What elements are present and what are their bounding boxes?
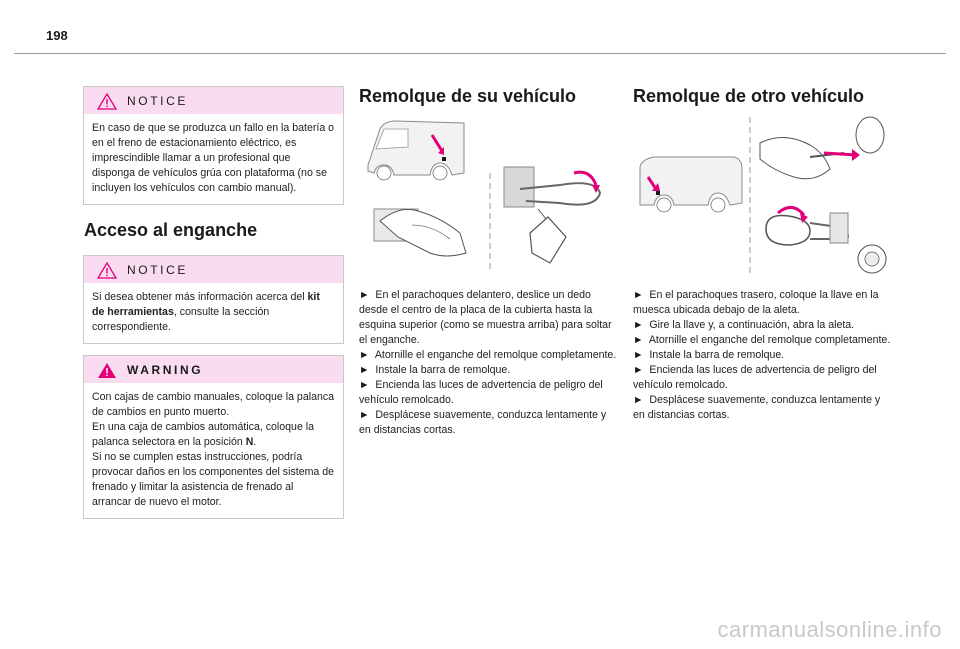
heading-acceso-enganche: Acceso al enganche: [84, 220, 258, 240]
step-item: ► Encienda las luces de advertencia de p…: [359, 379, 603, 406]
front-tow-steps: ► En el parachoques delantero, deslice u…: [359, 288, 617, 438]
warning-title: WARNING: [127, 363, 204, 377]
notice-box-battery: NOTICE En caso de que se produzca un fal…: [83, 86, 344, 205]
rear-tow-steps: ► En el parachoques trasero, coloque la …: [633, 288, 893, 423]
page-number: 198: [46, 28, 68, 43]
warning-text: Con cajas de cambio manuales, coloque la…: [92, 391, 335, 508]
notice-text: En caso de que se produzca un fallo en l…: [92, 122, 335, 194]
bullet-arrow-icon: ►: [633, 334, 644, 346]
bullet-arrow-icon: ►: [633, 289, 644, 301]
step-item: ► Instale la barra de remolque.: [633, 349, 785, 361]
step-item: ► Atornille el enganche del remolque com…: [359, 349, 617, 361]
warning-triangle-icon: [97, 262, 117, 279]
step-item: ► Gire la llave y, a continuación, abra …: [633, 319, 855, 331]
heading-remolque-otro-vehiculo: Remolque de otro vehículo: [633, 86, 865, 106]
bullet-arrow-icon: ►: [633, 394, 644, 406]
bullet-arrow-icon: ►: [359, 379, 370, 391]
warning-triangle-icon: [98, 363, 116, 378]
step-item: ► Desplácese suavemente, conduzca lentam…: [359, 409, 607, 436]
heading-remolque-su-vehiculo: Remolque de su vehículo: [359, 86, 577, 106]
step-item: ► Encienda las luces de advertencia de p…: [633, 364, 877, 391]
bullet-arrow-icon: ►: [633, 349, 644, 361]
warning-box: WARNING Con cajas de cambio manuales, co…: [83, 355, 344, 519]
bullet-arrow-icon: ►: [359, 409, 370, 421]
step-item: ► En el parachoques trasero, coloque la …: [633, 289, 879, 316]
bullet-arrow-icon: ►: [359, 289, 370, 301]
notice-header: NOTICE: [84, 87, 343, 114]
notice-title: NOTICE: [127, 94, 188, 108]
step-item: ► En el parachoques delantero, deslice u…: [359, 289, 612, 346]
bullet-arrow-icon: ►: [633, 364, 644, 376]
warning-triangle-icon: [97, 93, 117, 110]
bullet-arrow-icon: ►: [359, 364, 370, 376]
header-rule: [14, 53, 946, 54]
bullet-arrow-icon: ►: [633, 319, 644, 331]
step-item: ► Instale la barra de remolque.: [359, 364, 511, 376]
rear-tow-illustration: [639, 116, 887, 274]
notice-title: NOTICE: [127, 263, 188, 277]
bullet-arrow-icon: ►: [359, 349, 370, 361]
watermark: carmanualsonline.info: [717, 617, 942, 642]
front-tow-illustration: [367, 120, 602, 273]
warning-header: WARNING: [84, 356, 343, 383]
notice-box-kit: NOTICE Si desea obtener más información …: [83, 255, 344, 344]
step-item: ► Desplácese suavemente, conduzca lentam…: [633, 394, 881, 421]
step-item: ► Atornille el enganche del remolque com…: [633, 334, 891, 346]
notice-text: Si desea obtener más información acerca …: [92, 291, 320, 333]
notice-header: NOTICE: [84, 256, 343, 283]
